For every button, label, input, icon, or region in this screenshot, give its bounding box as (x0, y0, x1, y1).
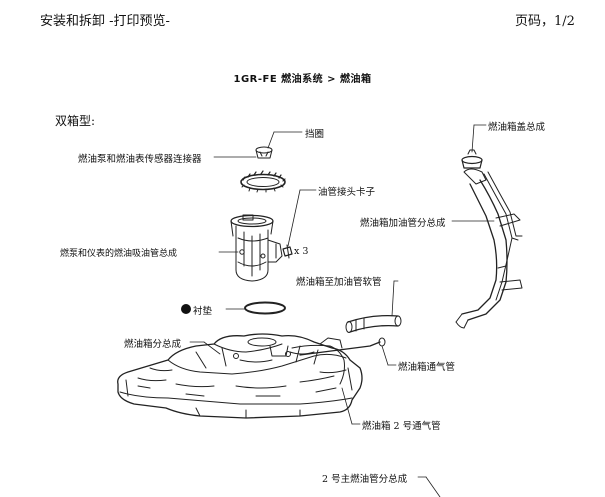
label-retainer: 挡圈 (305, 129, 325, 140)
vent-tube (299, 341, 381, 356)
label-pump-connector: 燃油泵和燃油表传感器连接器 (78, 154, 202, 165)
label-clip-qty: x 3 (294, 246, 309, 257)
label-vent-tube-2: 燃油箱 2 号通气管 (362, 421, 441, 432)
retainer-ring (240, 170, 286, 193)
label-main-tube: 2 号主燃油管分总成 (322, 474, 408, 485)
gasket-ring (244, 301, 286, 315)
fuel-pump-assembly (230, 214, 283, 282)
new-part-marker-icon (181, 304, 191, 314)
vent-tube-2 (291, 344, 345, 385)
print-preview-title: 安装和拆卸 -打印预览- (40, 14, 170, 29)
filler-pipe (455, 149, 523, 329)
label-pump-assembly: 燃泵和仪表的燃油吸油管总成 (60, 249, 178, 259)
label-tank: 燃油箱分总成 (124, 339, 182, 350)
clip-part (282, 244, 293, 259)
label-cap: 燃油箱盖总成 (488, 122, 546, 133)
leader-lines (189, 124, 495, 497)
filler-hose (345, 314, 402, 333)
page-number: 页码，1/2 (515, 14, 575, 29)
section-subtitle: 双箱型: (55, 114, 96, 128)
label-filler-pipe: 燃油箱加油管分总成 (360, 218, 446, 229)
label-clip: 油管接头卡子 (318, 187, 376, 198)
label-hose: 燃油箱至加油管软管 (296, 277, 382, 288)
page-title: 1GR-FE 燃油系统 > 燃油箱 (233, 74, 372, 85)
label-vent-tube: 燃油箱通气管 (398, 362, 456, 373)
retainer-part (255, 146, 273, 159)
label-gasket: 衬垫 (193, 306, 213, 317)
